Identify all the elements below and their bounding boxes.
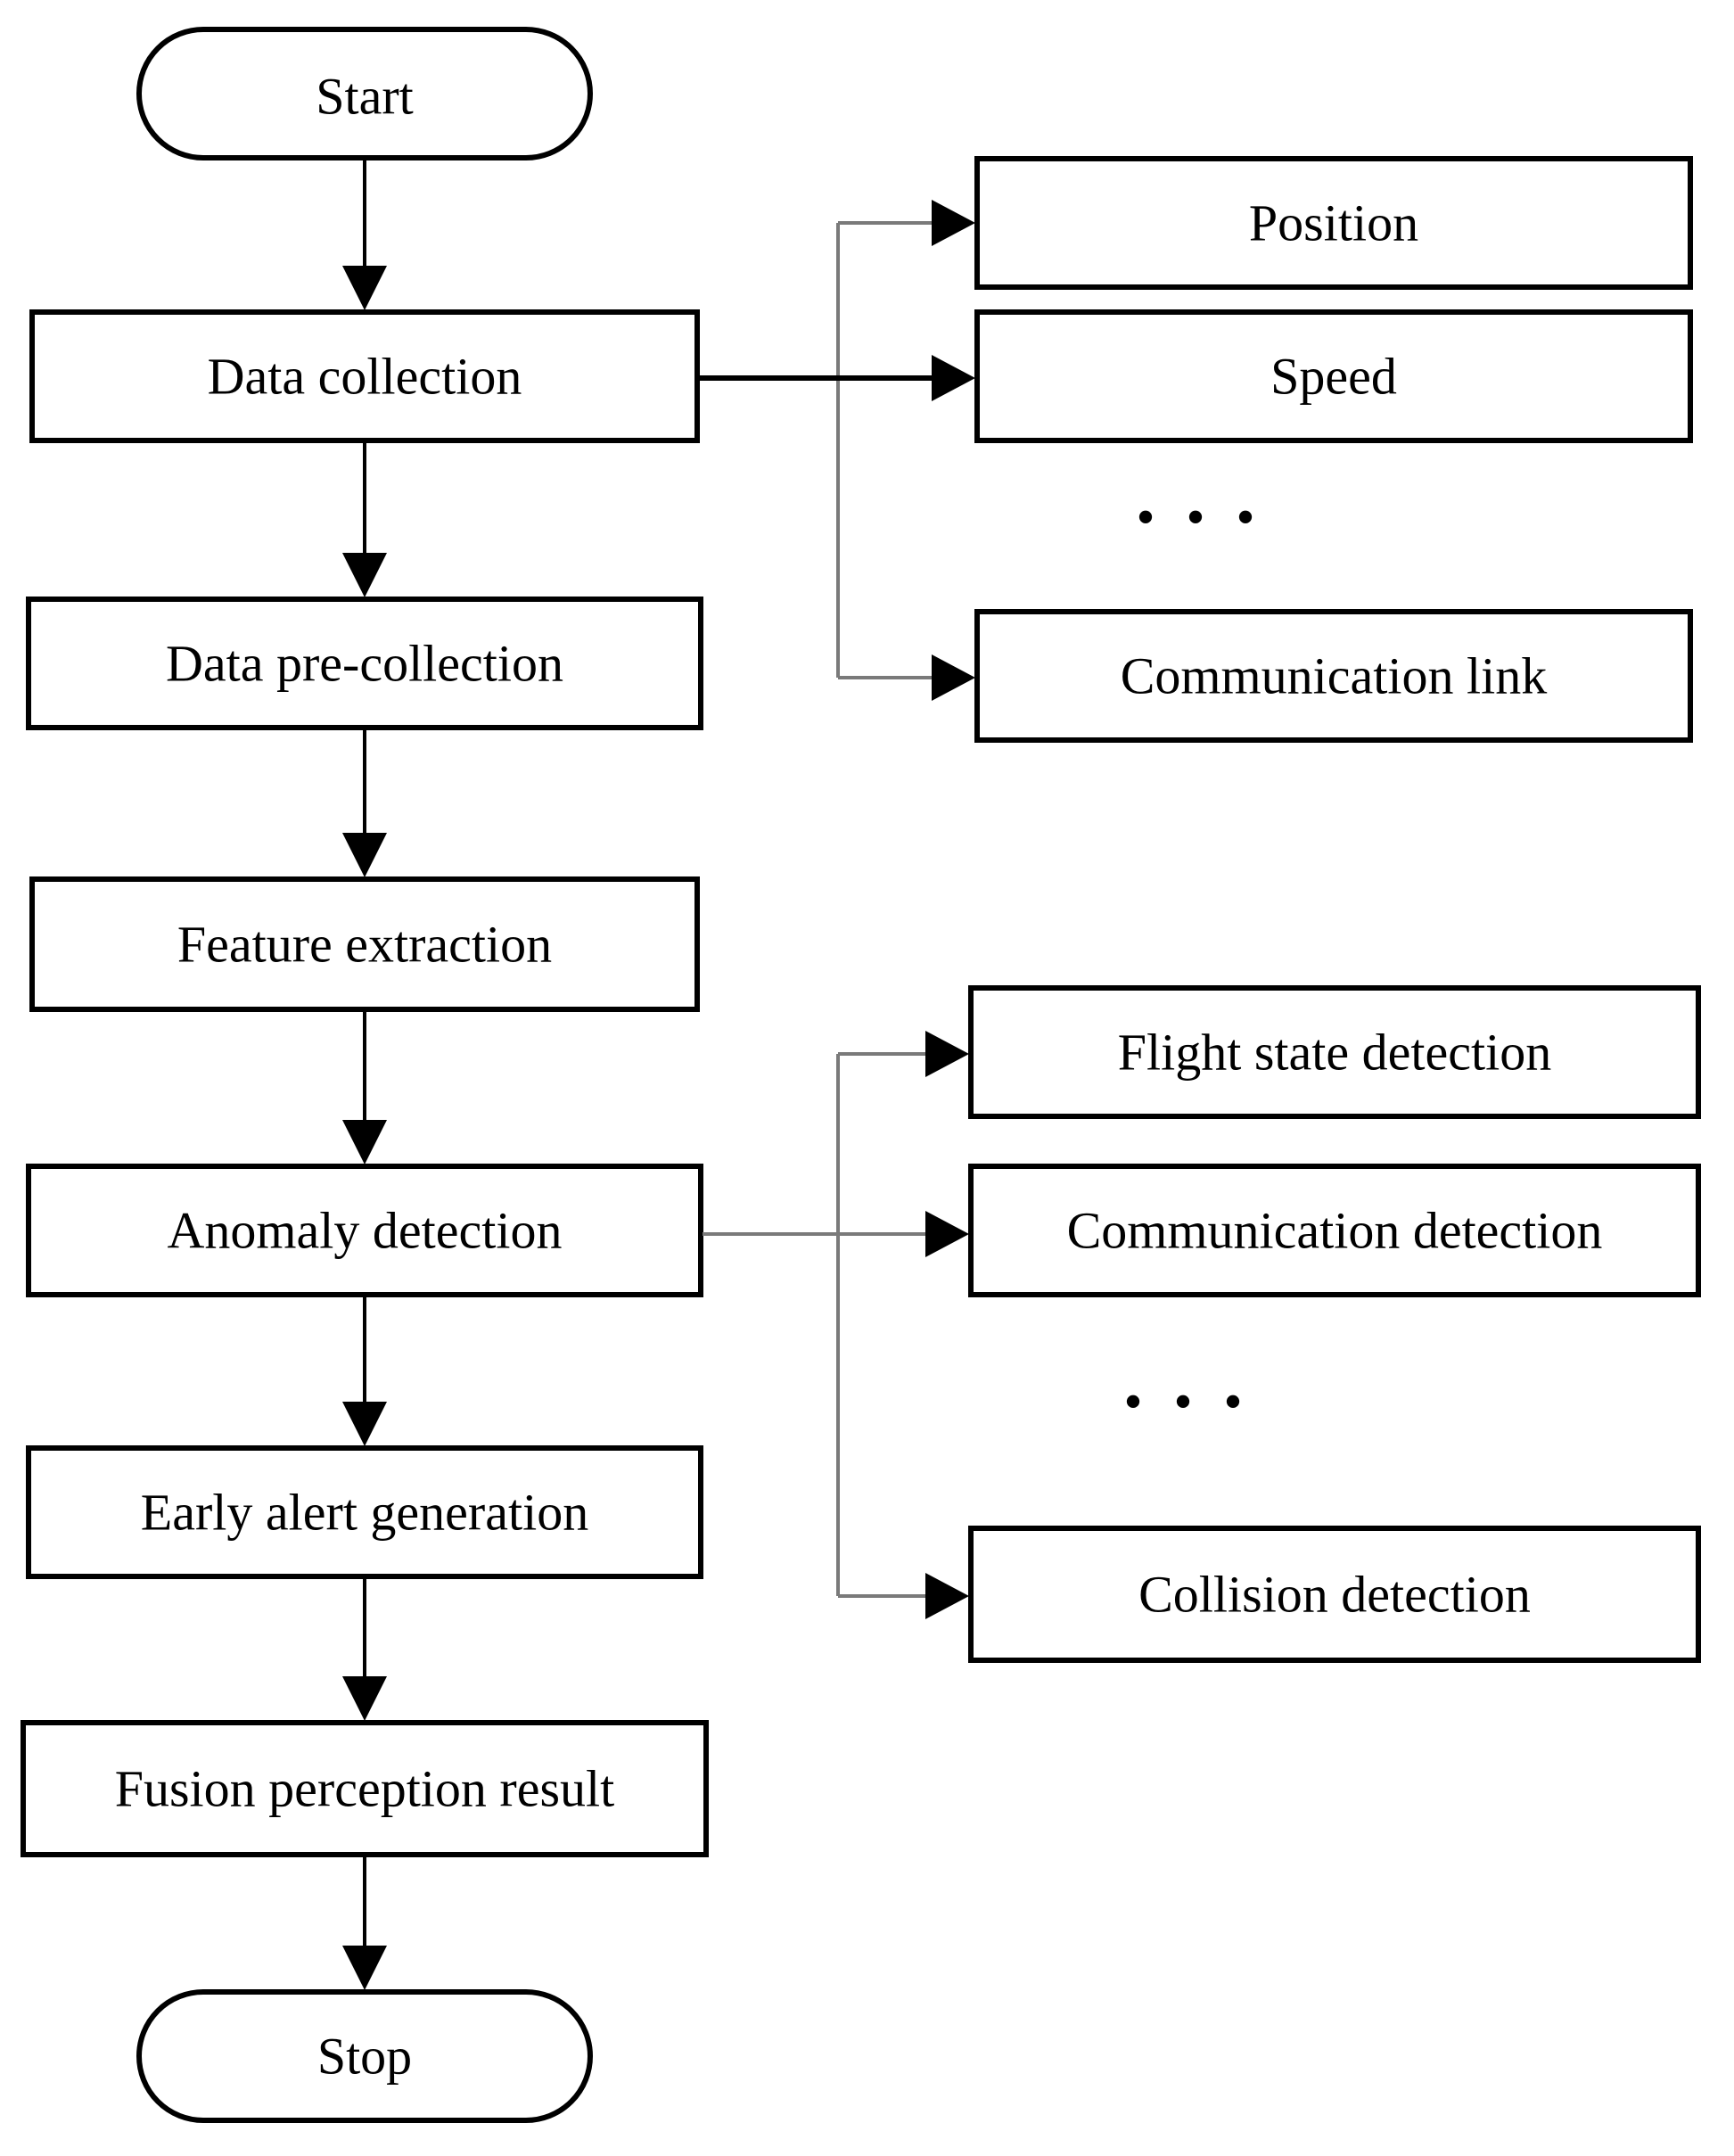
arrow-right-icon: [925, 1211, 969, 1257]
arrow-down-icon: [342, 553, 387, 597]
detections-ellipsis: • • •: [1123, 1372, 1251, 1431]
detection-branch: [703, 1031, 969, 1619]
detection-collision: Collision detection: [968, 1526, 1701, 1663]
step-label-data-collection: Data collection: [208, 348, 522, 406]
arrow-right-icon: [932, 654, 975, 701]
arrow-down-icon: [342, 1120, 387, 1164]
source-label-position: Position: [1249, 194, 1418, 252]
arrow-right-icon: [932, 200, 975, 246]
arrow-down-icon: [342, 833, 387, 877]
source-label-communication-link: Communication link: [1121, 647, 1547, 705]
detection-label-flight-state: Flight state detection: [1118, 1024, 1551, 1082]
step-label-fusion-perception-result: Fusion perception result: [115, 1760, 615, 1818]
stop-terminal: Stop: [136, 1989, 593, 2123]
step-early-alert-generation: Early alert generation: [26, 1445, 703, 1579]
detection-label-collision: Collision detection: [1138, 1566, 1531, 1624]
arrow-down-icon: [342, 1676, 387, 1721]
arrow-right-icon: [925, 1573, 969, 1619]
stop-label: Stop: [317, 2028, 412, 2086]
arrow-right-icon: [932, 355, 975, 401]
source-position: Position: [974, 156, 1693, 290]
arrow-down-icon: [342, 266, 387, 310]
source-label-speed: Speed: [1270, 348, 1397, 406]
step-label-feature-extraction: Feature extraction: [177, 916, 552, 974]
step-label-data-pre-collection: Data pre-collection: [166, 635, 563, 693]
step-data-pre-collection: Data pre-collection: [26, 597, 703, 730]
arrow-down-icon: [342, 1946, 387, 1990]
step-fusion-perception-result: Fusion perception result: [21, 1720, 709, 1857]
step-feature-extraction: Feature extraction: [29, 876, 700, 1012]
data-sources-ellipsis: • • •: [1136, 488, 1263, 547]
step-data-collection: Data collection: [29, 309, 700, 443]
start-terminal: Start: [136, 27, 593, 160]
step-anomaly-detection: Anomaly detection: [26, 1164, 703, 1297]
data-source-branch: [699, 200, 975, 701]
step-label-early-alert-generation: Early alert generation: [141, 1484, 588, 1542]
detection-communication: Communication detection: [968, 1164, 1701, 1297]
source-communication-link: Communication link: [974, 609, 1693, 743]
source-speed: Speed: [974, 309, 1693, 443]
detection-flight-state: Flight state detection: [968, 985, 1701, 1119]
arrow-down-icon: [342, 1402, 387, 1446]
detection-label-communication: Communication detection: [1067, 1202, 1603, 1260]
main-flow-connectors: [342, 160, 387, 1990]
step-label-anomaly-detection: Anomaly detection: [168, 1202, 563, 1260]
start-label: Start: [316, 68, 414, 126]
arrow-right-icon: [925, 1031, 969, 1077]
